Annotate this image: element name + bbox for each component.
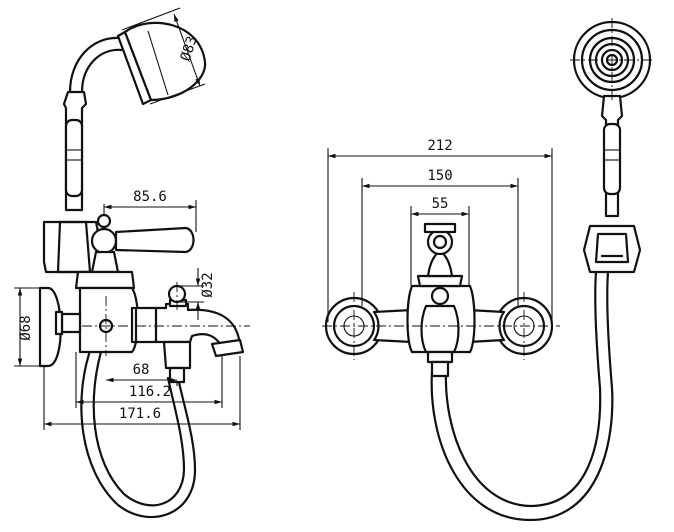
dim-overall-depth-label: 171.6 [119, 406, 161, 422]
mixer-body-front [406, 222, 476, 378]
dim-handle-reach-label: 85.6 [133, 189, 167, 205]
dim-depths: 68 116.2 171.6 [43, 352, 241, 430]
dim-centers: 150 [361, 168, 519, 306]
dim-flange-diameter: Ø68 [14, 287, 44, 367]
dim-head-diameter-label: Ø83 [178, 34, 201, 63]
dim-body-width: 55 [410, 196, 470, 286]
dim-head-diameter: Ø83 [121, 7, 206, 105]
side-view: Ø83 85.6 Ø32 Ø68 [14, 7, 250, 519]
shower-holder-side [42, 220, 100, 274]
front-view: 212 150 55 [322, 18, 654, 522]
hose-front [430, 270, 614, 522]
dim-knob-diameter-label: Ø32 [200, 272, 216, 297]
hose-side [80, 343, 197, 519]
dim-body-width-label: 55 [432, 196, 449, 212]
dim-overall-width: 212 [327, 138, 553, 322]
dim-overall-width-label: 212 [427, 138, 452, 154]
dim-spout-reach-68-label: 68 [133, 362, 150, 378]
dim-centers-label: 150 [427, 168, 452, 184]
mixer-body-side [38, 213, 245, 384]
hand-shower-side [62, 21, 207, 212]
dim-spout-reach-116-label: 116.2 [129, 384, 171, 400]
dim-knob-diameter: Ø32 [177, 268, 216, 320]
dim-flange-diameter-label: Ø68 [18, 315, 34, 340]
dim-handle-reach: 85.6 [103, 189, 197, 232]
